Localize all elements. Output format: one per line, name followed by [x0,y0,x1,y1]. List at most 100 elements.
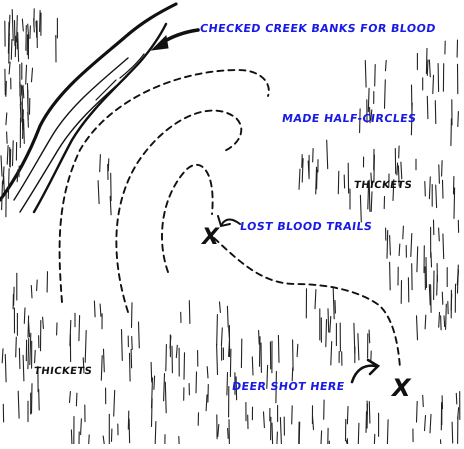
thicket-stroke [7,146,8,165]
thicket-stroke [387,231,388,259]
thicket-stroke [100,155,101,172]
thicket-stroke [366,412,367,433]
thicket-stroke [128,411,129,429]
thicket-stroke [98,181,99,204]
thicket-stroke [166,345,167,371]
thicket-stroke [71,430,72,444]
thicket-stroke [132,337,133,350]
thicket-stroke [76,393,77,406]
thicket-stroke [130,353,131,381]
thicket-stroke [437,275,438,295]
thicket-stroke [70,392,71,403]
thicket-stroke [28,24,29,36]
thicket-stroke [435,101,436,124]
thicket-stroke [425,416,426,431]
thicket-stroke [103,436,104,444]
thicket-stroke [446,304,447,329]
thicket-stroke [252,357,253,375]
thicket-stroke [94,301,95,317]
thicket-stroke [439,165,440,183]
thicket-stroke [2,181,3,210]
thicket-stroke [280,418,281,445]
thicket-stroke [316,167,317,194]
thicket-stroke [326,320,327,347]
thicket-stroke [10,150,11,168]
thicket-stroke [85,331,86,363]
thicket-stroke [5,355,6,382]
thicket-stroke [347,407,348,424]
thicket-stroke [403,226,404,239]
lost-trail-marker: X [200,225,220,250]
thicket-stroke [442,292,443,304]
thicket-stroke [426,48,427,73]
thicket-stroke [19,348,20,368]
thicket-stroke [108,159,109,171]
label-half-circles: MADE HALF-CIRCLES [281,112,417,125]
thicket-stroke [32,68,33,82]
thicket-stroke [23,85,24,98]
thicket-stroke [30,333,31,364]
thicket-stroke [315,290,316,309]
thicket-stroke [358,423,359,444]
thicket-stroke [39,389,40,410]
thicket-stroke [81,419,82,435]
thicket-stroke [313,416,314,430]
label-thickets-left: THICKETS [33,366,93,377]
thicket-stroke [278,335,279,362]
thicket-stroke [386,60,387,70]
label-creek-banks: CHECKED CREEK BANKS FOR BLOOD [199,22,437,35]
thicket-stroke [17,170,18,182]
outer-half-circle-path [60,70,269,302]
thicket-stroke [399,244,400,256]
thicket-stroke [299,169,300,189]
thicket-stroke [18,391,19,418]
thicket-stroke [207,367,208,378]
inner-half-circle-path [162,165,213,272]
thicket-stroke [217,344,218,374]
lost-trail-arrow-icon [218,216,240,226]
thicket-stroke [122,330,123,361]
thicket-stroke [458,112,459,127]
thicket-stroke [328,309,329,332]
thicket-stroke [417,401,418,422]
middle-half-circle-path [116,111,241,312]
thicket-stroke [8,169,9,199]
thicket-stroke [79,316,80,341]
thicket-stroke [338,171,339,194]
thicket-stroke [277,432,278,444]
thicket-stroke [11,40,12,60]
thicket-stroke [390,236,391,256]
thicket-stroke [230,349,231,376]
thicket-stroke [154,376,155,389]
thicket-stroke [425,315,426,329]
thicket-stroke [452,422,453,443]
thicket-stroke [436,185,437,208]
thicket-stroke [360,195,361,222]
thicket-stroke [9,33,10,63]
thicket-stroke [2,349,3,363]
thicket-stroke [18,33,19,62]
thicket-stroke [40,11,41,32]
thicket-stroke [9,15,10,35]
deer-shot-marker: X [390,374,412,402]
thicket-stroke [12,10,13,41]
thicket-stroke [433,75,434,93]
thicket-stroke [272,423,273,444]
thicket-stroke [24,119,25,143]
thicket-stroke [293,340,294,371]
thicket-stroke [439,312,440,327]
thicket-stroke [431,285,432,313]
thicket-stroke [17,16,18,42]
thicket-stroke [456,393,457,404]
thicket-stroke [397,163,398,175]
thicket-stroke [375,65,376,87]
thicket-stroke [37,280,38,291]
thicket-stroke [32,384,33,414]
thicket-stroke [401,162,402,179]
thicket-stroke [429,177,430,199]
thicket-stroke [31,286,32,298]
thicket-stroke [417,316,418,340]
thicket-stroke [218,425,219,437]
thicket-stroke [259,331,260,345]
